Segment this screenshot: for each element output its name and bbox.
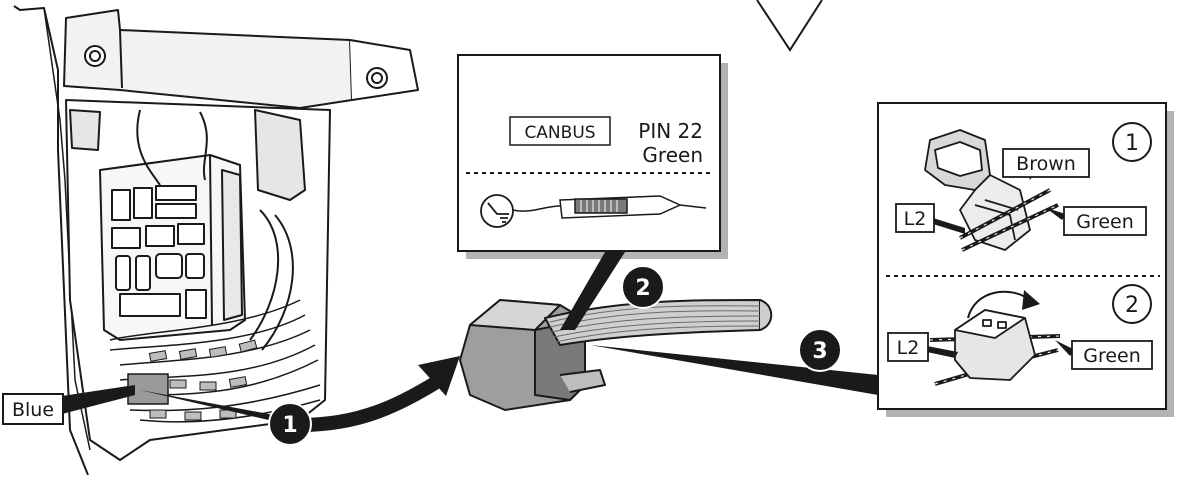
brown-label: Brown	[1016, 153, 1076, 175]
pin-label: PIN 22	[638, 119, 703, 143]
green-label-1: Green	[1076, 211, 1134, 233]
l2-label-1: L2	[904, 208, 927, 230]
step-1-number: 1	[282, 413, 297, 438]
step-3-number: 3	[812, 339, 827, 364]
blue-label: Blue	[12, 399, 54, 421]
panel-step-1-number: 1	[1125, 131, 1139, 156]
l2-label-2: L2	[897, 337, 920, 359]
panel-step-2-number: 2	[1125, 293, 1139, 318]
step-2-number: 2	[635, 276, 650, 301]
canbus-label: CANBUS	[524, 123, 595, 143]
down-triangle-icon	[757, 0, 822, 50]
green-label-2: Green	[1083, 345, 1141, 367]
pin-color-label: Green	[642, 143, 703, 167]
harness-connector	[460, 300, 771, 410]
